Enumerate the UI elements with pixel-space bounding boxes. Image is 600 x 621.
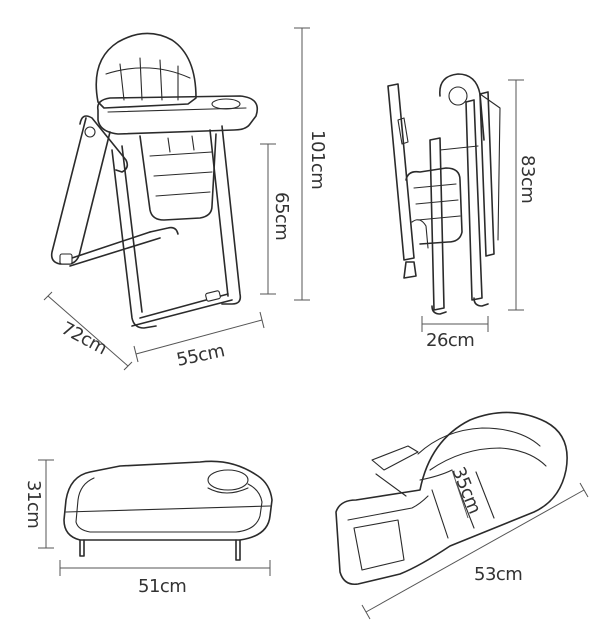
seat-cushion — [335, 411, 568, 586]
label-35cm: 35cm — [447, 464, 485, 517]
dimension-101cm: 101cm — [294, 27, 328, 301]
dimension-51cm: 51cm — [59, 560, 271, 597]
dimension-72cm: 72cm — [43, 291, 133, 371]
label-31cm: 31cm — [23, 480, 44, 528]
label-26cm: 26cm — [426, 330, 474, 351]
dimension-53cm: 53cm — [361, 482, 589, 620]
high-chair-unfolded — [50, 32, 259, 329]
tray — [63, 460, 273, 561]
high-chair-folded — [387, 73, 501, 315]
label-53cm: 53cm — [474, 564, 522, 585]
label-101cm: 101cm — [307, 130, 328, 189]
label-55cm: 55cm — [175, 340, 227, 371]
dimension-83cm: 83cm — [508, 79, 538, 311]
label-65cm: 65cm — [271, 192, 292, 240]
label-51cm: 51cm — [138, 576, 186, 597]
dimension-65cm: 65cm — [260, 143, 292, 295]
dimension-26cm: 26cm — [421, 316, 489, 351]
label-83cm: 83cm — [517, 155, 538, 203]
dimension-31cm: 31cm — [23, 459, 54, 549]
label-72cm: 72cm — [58, 318, 111, 359]
dimension-35cm: 35cm — [447, 464, 485, 519]
